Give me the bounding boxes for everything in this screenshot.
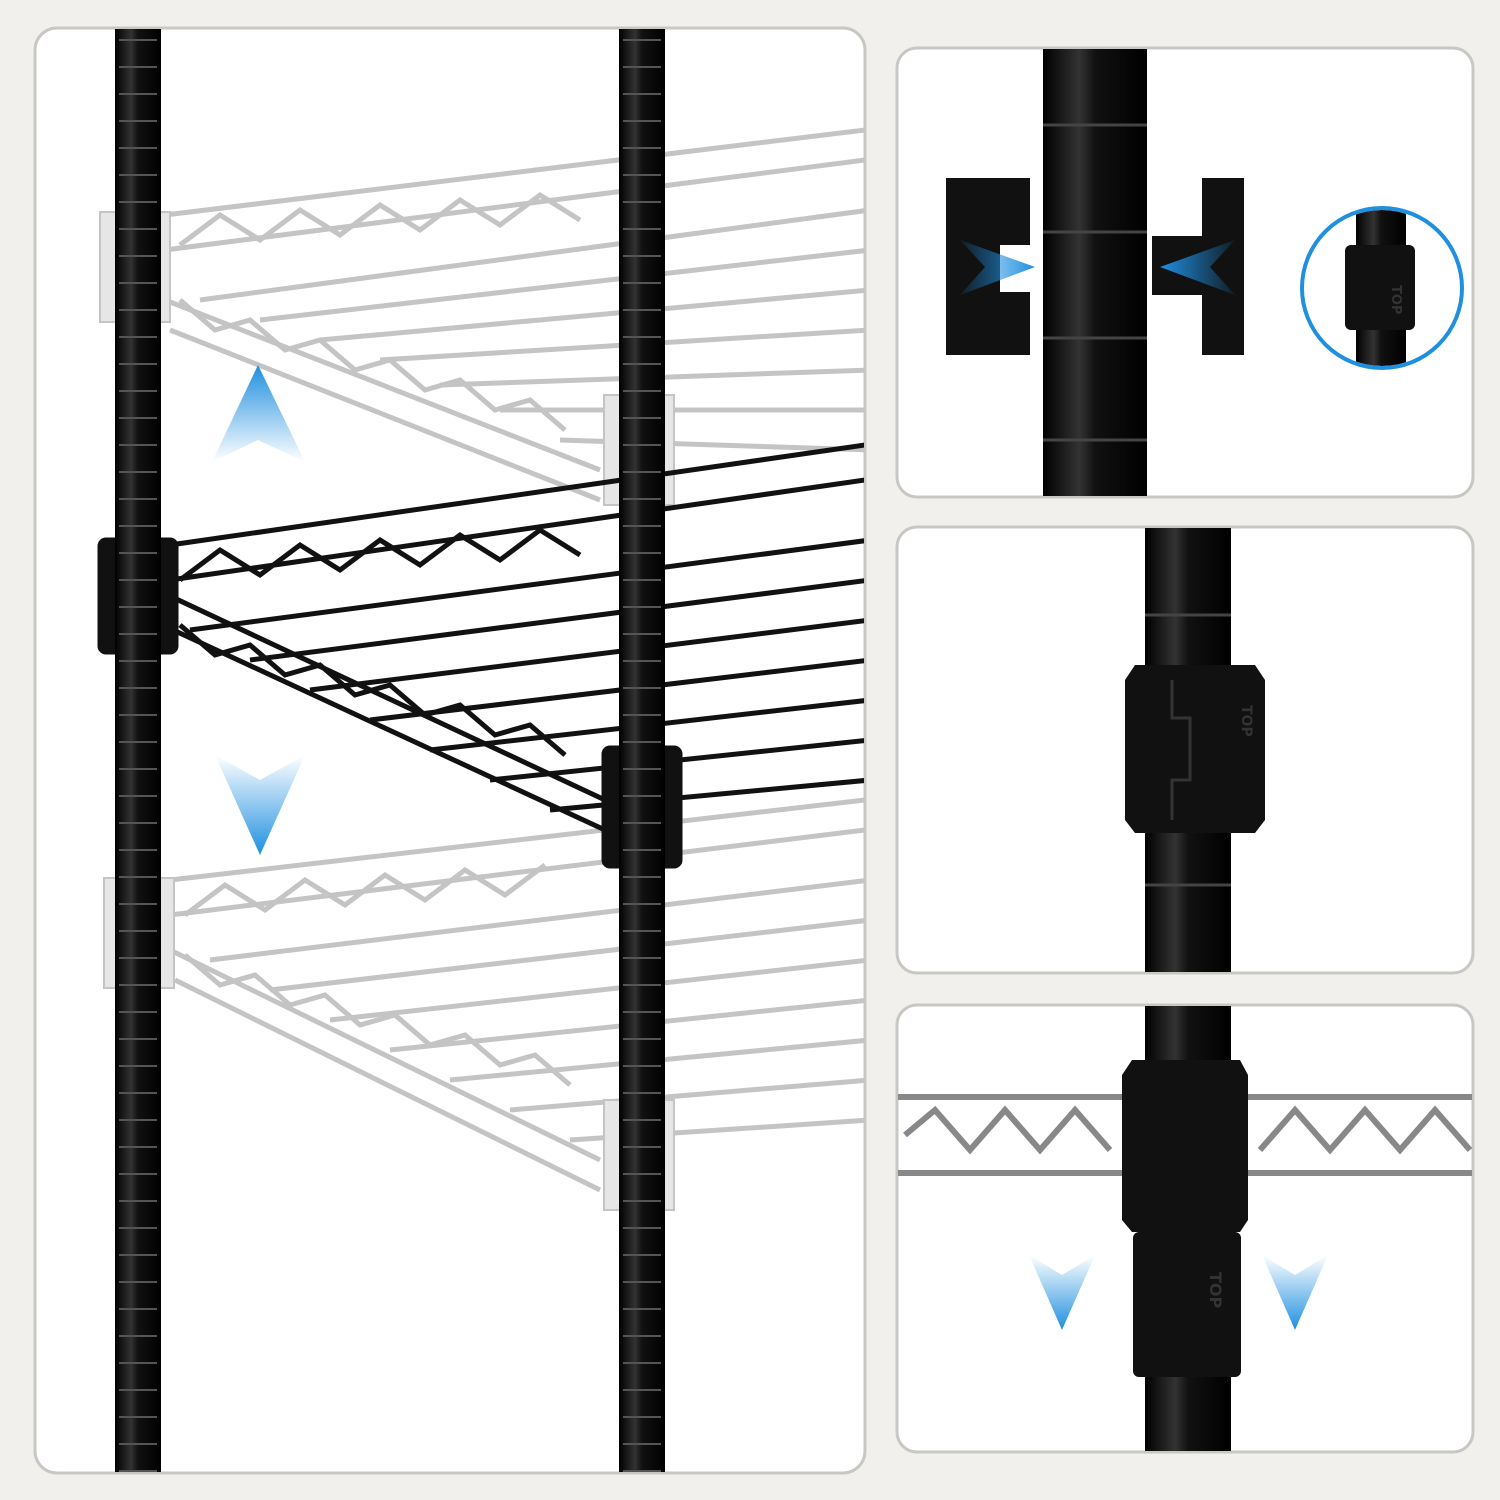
detail-panel-sleeve-insert: TOP bbox=[895, 46, 1475, 499]
detail-panel-shelf-mount: TOP bbox=[895, 1003, 1475, 1454]
main-panel bbox=[33, 26, 867, 1475]
arrow-down-icon bbox=[1262, 1255, 1328, 1330]
detail-panel-sleeve-assembled: TOP bbox=[895, 525, 1475, 975]
arrow-right-icon bbox=[960, 240, 1035, 295]
top-marking: TOP bbox=[1238, 705, 1254, 737]
top-marking: TOP bbox=[1206, 1272, 1225, 1309]
arrow-down-icon bbox=[215, 755, 305, 855]
arrow-down-icon bbox=[1029, 1255, 1095, 1330]
top-marking: TOP bbox=[1388, 285, 1403, 314]
pole-right bbox=[619, 29, 665, 1472]
inset-circle: TOP bbox=[1300, 206, 1464, 370]
arrow-left-icon bbox=[1160, 240, 1235, 295]
pole-left bbox=[115, 29, 161, 1472]
arrow-up-icon bbox=[212, 365, 305, 462]
